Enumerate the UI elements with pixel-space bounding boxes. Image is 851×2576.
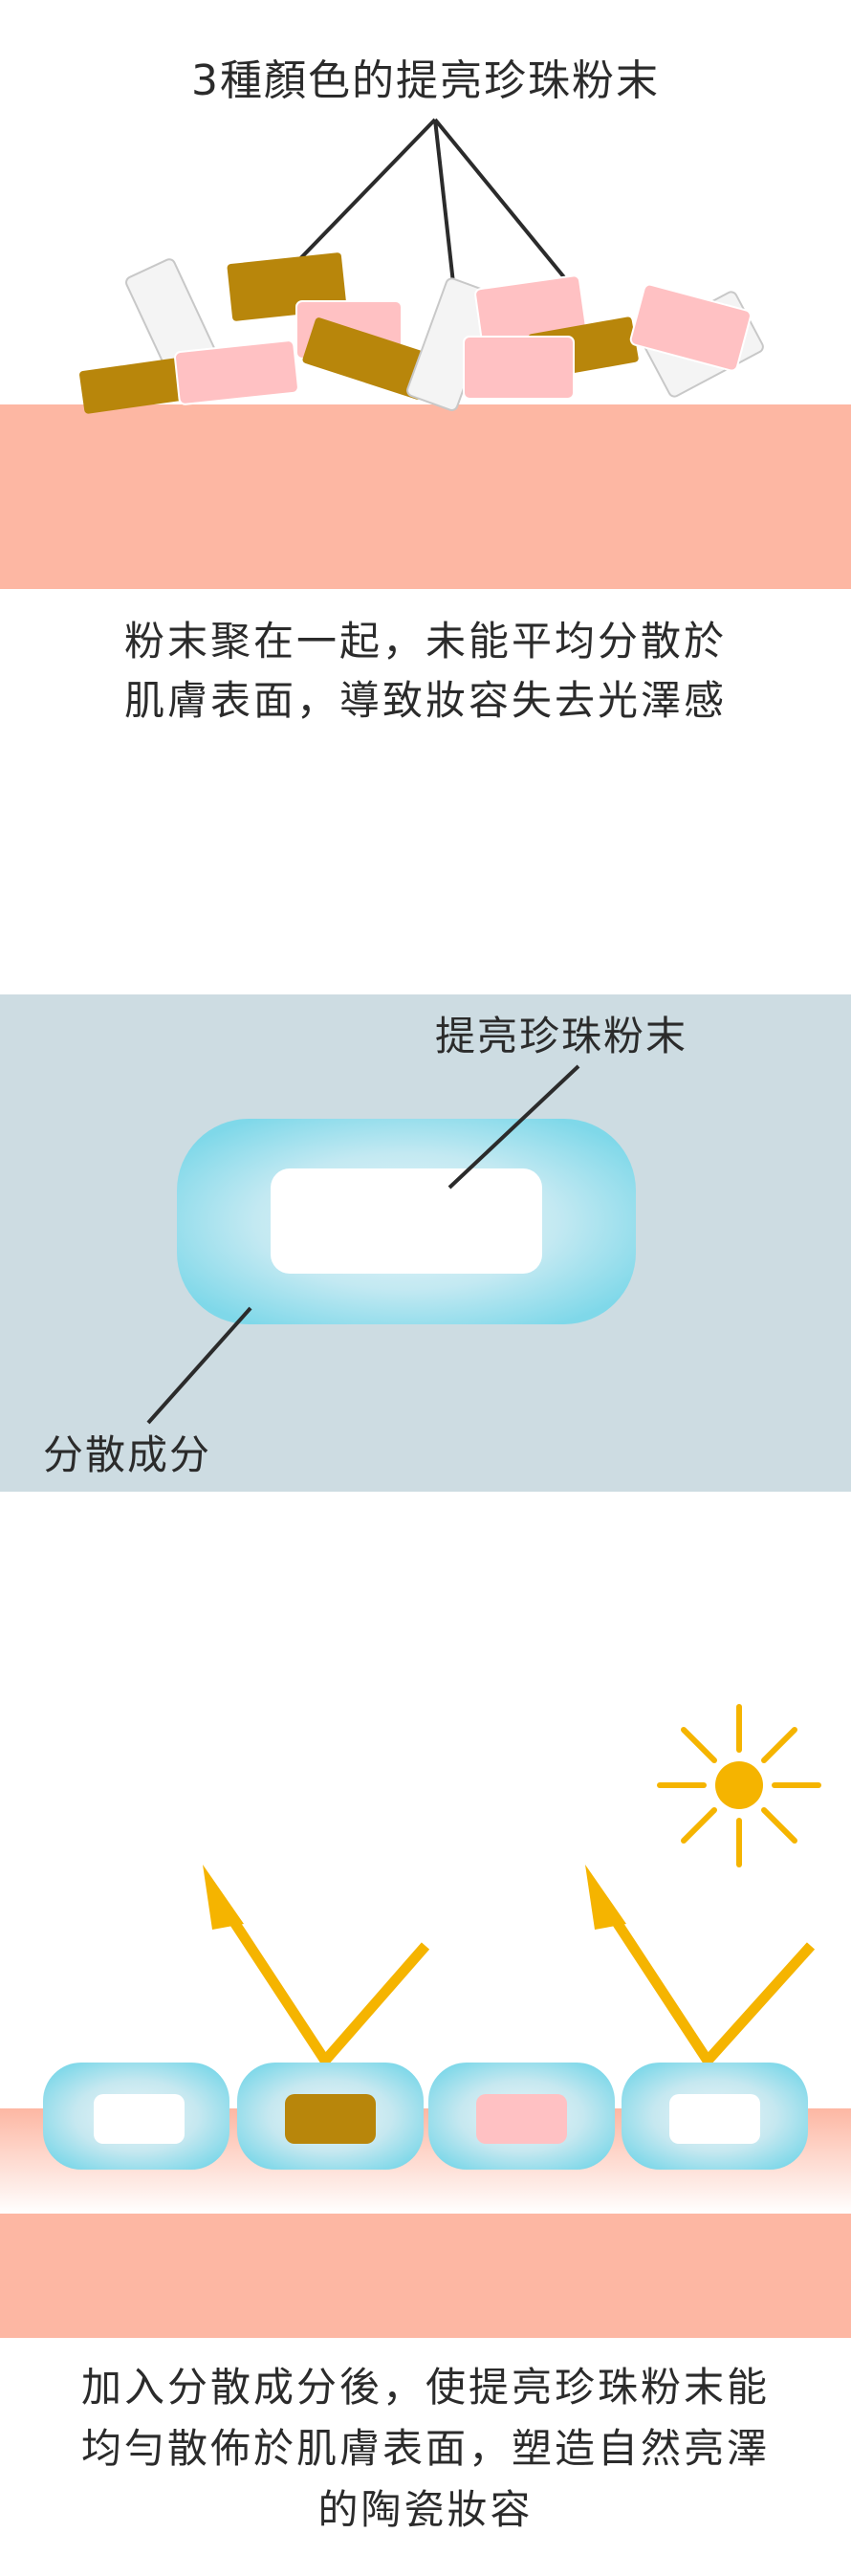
panel3-caption-line2: 均勻散佈於肌膚表面，塑造自然亮澤 [80,2425,770,2472]
dispersed-result-diagram [0,1704,851,2338]
reflection-arrow [220,1904,430,2070]
powder-label: 提亮珍珠粉末 [435,1013,688,1059]
powder-particles [79,252,764,414]
powder-core [271,1168,542,1274]
arrowhead [203,1865,244,1930]
skin-layer [0,2214,851,2338]
particle-pink [174,339,299,405]
panel1-caption-line1: 粉末聚在一起，未能平均分散於 [123,618,727,665]
dispersed-particles [43,2063,808,2170]
dispersant-label: 分散成分 [43,1431,212,1478]
powder-pointer [447,1064,580,1190]
pointer-lines [285,118,566,293]
particle-pink [476,2094,567,2144]
dispersant-pointer [146,1306,252,1425]
arrowhead [585,1865,626,1930]
sun-icon [657,1704,821,1867]
particle-gold [285,2094,376,2144]
reflection-arrow [602,1904,816,2069]
particle-pink [463,336,575,400]
particle-white [94,2094,185,2144]
panel3-caption-line3: 的陶瓷妝容 [317,2486,534,2533]
particle-gold [302,317,434,400]
clumped-powder-diagram [0,118,851,589]
particle-gold [79,356,199,414]
panel1-caption: 粉末聚在一起，未能平均分散於 肌膚表面，導致妝容失去光澤感 [0,612,851,731]
reflection-arrows [220,1904,816,2070]
panel3-caption: 加入分散成分後，使提亮珍珠粉末能 均勻散佈於肌膚表面，塑造自然亮澤 的陶瓷妝容 [0,2357,851,2541]
particle-pink [629,283,752,372]
particle-white [669,2094,760,2144]
dispersion-diagram [0,994,851,1492]
panel1-label: 3種顏色的提亮珍珠粉末 [191,56,660,105]
skin-layer [0,404,851,589]
panel3-caption-line1: 加入分散成分後，使提亮珍珠粉末能 [80,2364,770,2411]
panel1-caption-line2: 肌膚表面，導致妝容失去光澤感 [123,677,727,724]
